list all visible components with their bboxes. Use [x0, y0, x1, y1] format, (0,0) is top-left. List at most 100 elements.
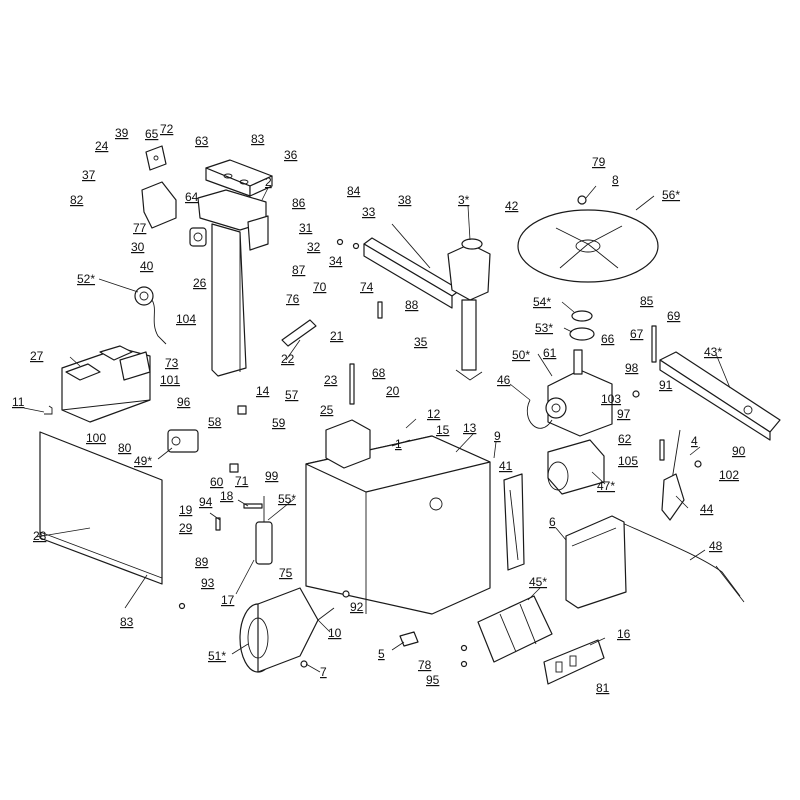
callout-89: 89	[195, 555, 209, 569]
callout-87: 87	[292, 263, 306, 277]
callout-28: 28	[33, 529, 47, 543]
callout-53: 53*	[535, 321, 553, 335]
callout-73: 73	[165, 356, 179, 370]
callout-17: 17	[221, 593, 235, 607]
callout-85: 85	[640, 294, 654, 308]
cylinder-drum	[239, 587, 335, 673]
callout-46: 46	[497, 373, 511, 387]
callout-62: 62	[618, 432, 632, 446]
clamp-rings	[569, 310, 595, 341]
callout-39: 39	[115, 126, 129, 140]
callout-84: 84	[347, 184, 361, 198]
control-cable	[619, 521, 745, 603]
callout-22: 22	[281, 352, 295, 366]
callout-60: 60	[210, 475, 224, 489]
callout-56: 56*	[662, 188, 680, 202]
callout-105: 105	[618, 454, 638, 468]
callout-37: 37	[82, 168, 96, 182]
callout-26: 26	[193, 276, 207, 290]
callout-68: 68	[372, 366, 386, 380]
pedal-group	[477, 595, 553, 663]
callout-40: 40	[140, 259, 154, 273]
callout-51: 51*	[208, 649, 226, 663]
callout-21: 21	[330, 329, 344, 343]
callout-34: 34	[329, 254, 343, 268]
callout-59: 59	[272, 416, 286, 430]
callout-76: 76	[286, 292, 300, 306]
callout-102: 102	[719, 468, 739, 482]
bead-breaker-arm	[659, 351, 781, 441]
callout-45: 45*	[529, 575, 547, 589]
mount-head	[447, 238, 491, 381]
callout-71: 71	[235, 474, 249, 488]
callout-41: 41	[499, 459, 513, 473]
bead-blade	[661, 429, 685, 521]
side-guard	[565, 515, 627, 609]
callout-82: 82	[70, 193, 84, 207]
callout-100: 100	[86, 431, 106, 445]
callout-94: 94	[199, 495, 213, 509]
turntable	[517, 209, 659, 283]
air-cylinder	[255, 496, 273, 565]
callout-11: 11	[12, 395, 25, 409]
callout-80: 80	[118, 441, 132, 455]
callout-63: 63	[195, 134, 209, 148]
callout-24: 24	[95, 139, 109, 153]
vertical-column	[197, 189, 269, 377]
valve-block	[167, 429, 199, 453]
callout-81-partial: 81	[596, 681, 610, 695]
callout-55: 55*	[278, 492, 296, 506]
callout-16: 16	[617, 627, 631, 641]
callout-64: 64	[185, 190, 199, 204]
callout-3: 3*	[458, 193, 470, 207]
callout-99: 99	[265, 469, 279, 483]
callout-78: 78	[418, 658, 432, 672]
callout-1: 1	[395, 437, 402, 451]
callout-20: 20	[386, 384, 400, 398]
callout-48: 48	[709, 539, 723, 553]
callout-57: 57	[285, 388, 299, 402]
callout-91: 91	[659, 378, 673, 392]
callout-90: 90	[732, 444, 746, 458]
grille-panel	[503, 473, 525, 571]
horizontal-arm	[363, 223, 461, 309]
callout-69: 69	[667, 309, 681, 323]
callout-67: 67	[630, 327, 644, 341]
callout-65: 65	[145, 127, 159, 141]
callout-92: 92	[350, 600, 364, 614]
drive-motor	[547, 439, 605, 495]
callout-70: 70	[313, 280, 327, 294]
leader-lines	[23, 185, 731, 673]
spring-cylinder	[189, 227, 207, 247]
callout-23: 23	[324, 373, 338, 387]
callout-35: 35	[414, 335, 428, 349]
callout-83-bottom: 83	[120, 615, 134, 629]
column-top-cap	[205, 159, 273, 197]
callout-103: 103	[601, 392, 621, 406]
callout-96: 96	[177, 395, 191, 409]
callout-30: 30	[131, 240, 145, 254]
callout-42: 42	[505, 199, 519, 213]
small-block	[399, 631, 419, 647]
callout-72: 72	[160, 122, 174, 136]
callout-101: 101	[160, 373, 180, 387]
callout-61: 61	[543, 346, 557, 360]
callout-95: 95	[426, 673, 440, 687]
callout-10: 10	[328, 626, 342, 640]
tool-tray	[61, 345, 151, 423]
callout-86: 86	[292, 196, 306, 210]
callout-18: 18	[220, 489, 234, 503]
callout-33: 33	[362, 205, 376, 219]
callout-97: 97	[617, 407, 631, 421]
callout-27: 27	[30, 349, 44, 363]
main-cabinet	[305, 419, 491, 615]
callout-31: 31	[299, 221, 313, 235]
callout-98: 98	[625, 361, 639, 375]
callout-15: 15	[436, 423, 450, 437]
callout-38: 38	[398, 193, 412, 207]
callout-77: 77	[133, 221, 147, 235]
callout-50: 50*	[512, 348, 530, 362]
front-cover-panel	[39, 431, 163, 585]
callout-7: 7	[320, 665, 327, 679]
callout-52: 52*	[77, 272, 95, 286]
